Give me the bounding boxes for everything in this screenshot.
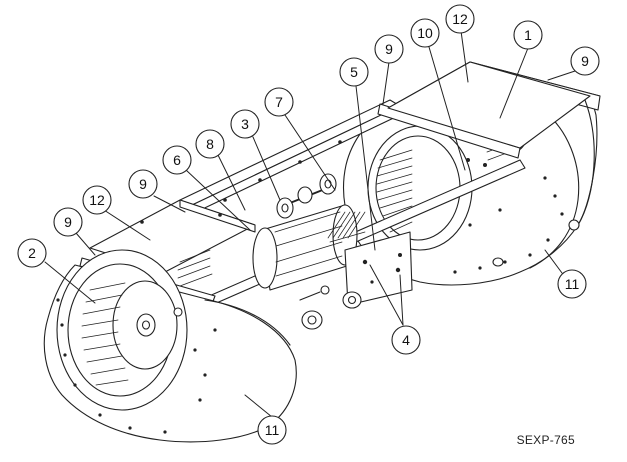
- callout-label-4: 4: [402, 332, 410, 348]
- drawing-code: SEXP-765: [516, 433, 575, 447]
- callout-label-11a: 11: [565, 276, 580, 292]
- callout-label-8: 8: [206, 136, 214, 152]
- callout-9b: [53, 207, 83, 237]
- callout-label-2: 2: [28, 245, 36, 261]
- callout-label-3: 3: [241, 116, 249, 132]
- callout-label-9b: 9: [64, 214, 72, 230]
- callout-11a: [557, 269, 587, 299]
- callout-4: [391, 325, 421, 355]
- left-blower-housing: [43, 249, 297, 443]
- leader-lines: [44, 30, 579, 418]
- callout-9d: [570, 46, 600, 76]
- callout-1: [513, 20, 543, 50]
- callout-8: [195, 129, 225, 159]
- callout-12b: [445, 4, 475, 34]
- callout-label-9a: 9: [139, 176, 147, 192]
- callout-3: [230, 109, 260, 139]
- callout-10: [410, 18, 440, 48]
- callout-label-9d: 9: [581, 53, 589, 69]
- callout-2: [17, 238, 47, 268]
- callout-11b: [257, 415, 287, 445]
- motor-assembly: [252, 173, 413, 330]
- callout-9a: [128, 169, 158, 199]
- callout-label-6: 6: [173, 152, 181, 168]
- callout-label-5: 5: [350, 64, 358, 80]
- callout-5: [339, 57, 369, 87]
- callout-9c: [374, 34, 404, 64]
- callout-circles: [17, 4, 600, 445]
- callout-label-1: 1: [524, 27, 532, 43]
- callout-label-10: 10: [417, 25, 433, 41]
- callout-label-12b: 12: [452, 11, 468, 27]
- callout-label-11b: 11: [265, 422, 280, 438]
- callout-label-9c: 9: [385, 41, 393, 57]
- callout-6: [162, 145, 192, 175]
- callout-label-12a: 12: [89, 192, 105, 208]
- callout-7: [264, 87, 294, 117]
- callout-numbers: 1 2 3 4 5 6 7 8 9 9 9 9 10 11 11 12 12: [28, 11, 589, 438]
- callout-12a: [82, 185, 112, 215]
- callout-label-7: 7: [275, 94, 283, 110]
